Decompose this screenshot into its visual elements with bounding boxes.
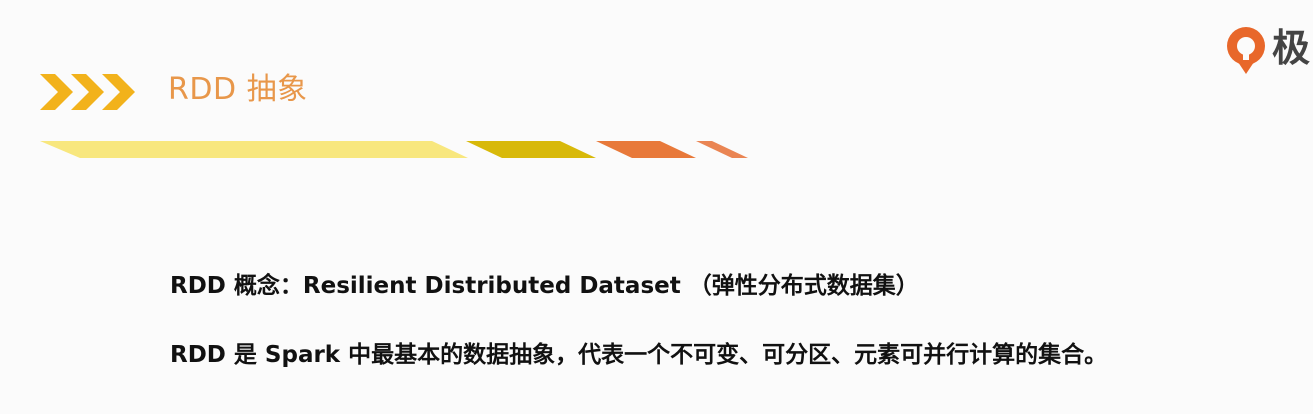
rdd-description: RDD 是 Spark 中最基本的数据抽象，代表一个不可变、可分区、元素可并行计… — [170, 342, 1108, 368]
logo-text: 极 — [1272, 26, 1311, 70]
slide-title: RDD 抽象 — [168, 72, 308, 107]
logo-mark-icon — [1227, 27, 1265, 74]
brand-logo: 极 — [1222, 22, 1313, 76]
decorative-stripes — [40, 141, 748, 158]
triple-chevron-right-icon — [40, 74, 135, 110]
rdd-definition: RDD 概念：Resilient Distributed Dataset （弹性… — [170, 273, 919, 299]
